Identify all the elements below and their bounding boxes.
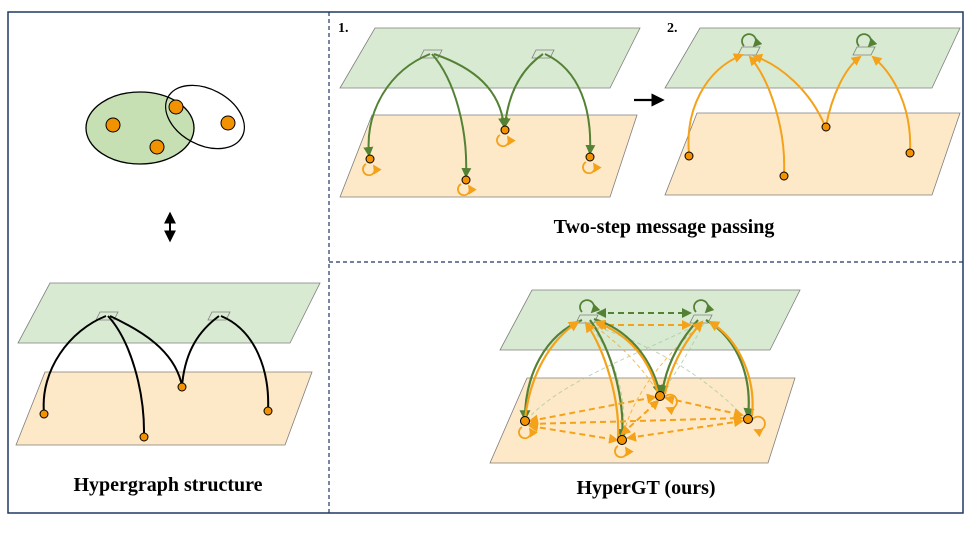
node [365,154,375,164]
node [263,406,273,416]
node [617,435,627,445]
top-right-panel: 1. 2. [338,21,961,238]
hyperedge-ellipse-2 [165,84,245,150]
hypergraph-venn [85,84,245,165]
node [149,139,165,155]
top-right-caption: Two-step message passing [554,216,775,238]
node [105,117,121,133]
edge-self-loops [741,33,878,48]
node [743,414,753,424]
bottom-right-caption: HyperGT (ours) [576,477,715,499]
node [905,148,915,158]
node [39,409,49,419]
edge-attention [596,308,692,330]
step-1-label: 1. [338,21,349,36]
node [520,416,530,426]
node [779,171,789,181]
node [684,151,694,161]
node [139,432,149,442]
left-panel: Hypergraph structure [15,84,321,496]
node [500,125,510,135]
bottom-right-panel: HyperGT (ours) [489,289,801,499]
node [168,99,184,115]
node-plane-step2 [664,112,961,196]
node [655,391,665,401]
hyperedge-plane-step1 [339,27,641,89]
edge-to-node-arrows [687,53,912,174]
hyperedge-plane [17,282,321,344]
hyperedge-ellipse-1 [85,91,195,165]
hyperedge-plane-hypergt [499,289,801,351]
node [461,175,471,185]
node-to-edge-arrows [363,53,596,178]
node-attention [528,393,744,444]
node [585,152,595,162]
node [177,382,187,392]
node-plane [15,371,313,446]
left-caption: Hypergraph structure [73,474,262,496]
self-loops [362,134,602,197]
hyperedge-node [852,46,876,56]
node [821,122,831,132]
node-plane-step1 [339,114,638,198]
node [220,115,236,131]
step-2-label: 2. [667,21,678,36]
hyperedge-plane-step2 [664,27,961,89]
self-loops [518,299,766,459]
hyperedge-node [737,46,761,56]
incidence-edges [42,315,270,438]
